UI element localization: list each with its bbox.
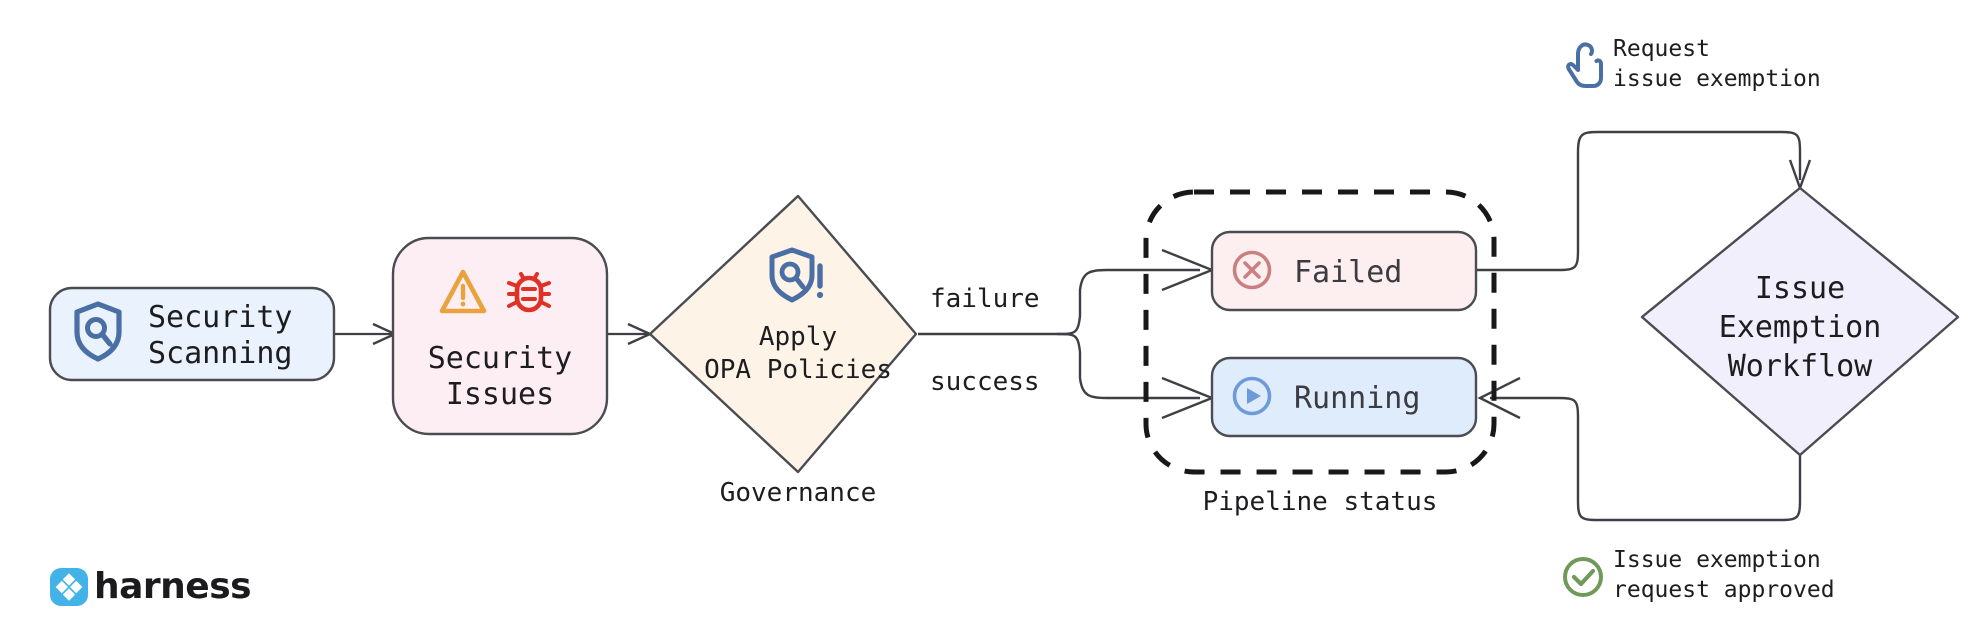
node-label-line: Scanning [148,336,293,371]
node-label-line: Issues [446,377,554,412]
check-circle-icon [1563,557,1603,597]
annotation-line: issue exemption [1613,66,1821,92]
shield-search-icon [74,301,122,362]
node-caption-governance: Governance [720,478,877,508]
circle-play-icon [1232,376,1272,416]
brand-wordmark: harness [94,566,251,607]
tap-hand-icon [1566,42,1603,88]
node-issue-exemption-workflow[interactable]: Issue Exemption Workflow [1640,186,1960,457]
node-apply-opa-policies[interactable]: Apply OPA Policies Governance [648,194,918,508]
bug-icon [507,272,551,313]
edge-workflow-to-running [1477,376,1802,522]
annotation-line: request approved [1613,577,1835,603]
node-security-issues[interactable]: Security Issues [391,236,609,436]
node-security-scanning[interactable]: Security Scanning [48,286,336,382]
node-failed[interactable]: Failed [1210,230,1478,312]
edge-issues-to-opa [607,322,653,346]
node-label-line: Security [148,300,293,335]
edge-scanning-to-issues [334,322,398,346]
circle-x-icon [1232,250,1272,290]
annotation-issue-exemption-request-approved: Issue exemption request approved [1563,547,1835,603]
edge-label-failure: failure [930,284,1040,314]
annotation-line: Request [1613,36,1710,62]
warning-triangle-icon [439,269,487,314]
shield-policy-alert-icon [769,247,824,303]
node-label-running: Running [1294,381,1420,416]
group-label-pipeline-status: Pipeline status [1203,487,1438,517]
node-label-failed: Failed [1294,255,1402,290]
annotation-request-issue-exemption: Request issue exemption [1566,36,1821,92]
node-label-line: Security [428,341,573,376]
brand-harness: harness [50,566,252,607]
node-label-line: Exemption [1719,310,1882,345]
node-label-line: Workflow [1728,349,1873,384]
node-running[interactable]: Running [1210,356,1478,438]
node-label-line: Apply [759,322,837,352]
harness-logo-icon [50,568,88,606]
annotation-line: Issue exemption [1613,547,1821,573]
group-pipeline-status [1143,189,1497,475]
edge-label-success: success [930,367,1040,397]
node-label-line: OPA Policies [704,355,892,385]
node-label-line: Issue [1755,271,1845,306]
